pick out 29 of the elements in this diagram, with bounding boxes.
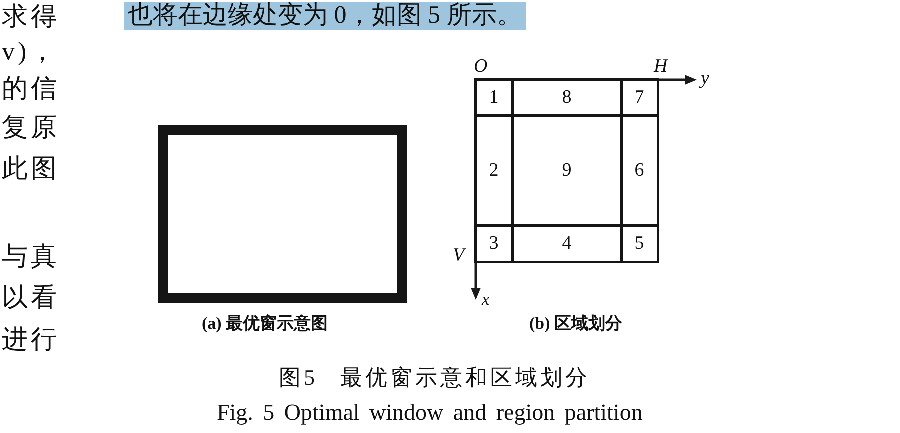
- region-cell: 8: [511, 78, 623, 117]
- body-text: 与真: [2, 242, 60, 272]
- axis-label: H: [654, 56, 668, 78]
- axis-label: V: [453, 245, 465, 267]
- highlighted-text: 也将在边缘处变为 0，如图 5 所示。: [124, 2, 526, 30]
- region-cell: 5: [620, 224, 659, 263]
- region-cell: 1: [474, 78, 514, 117]
- axis-label: y: [701, 68, 710, 90]
- region-cell: 7: [620, 78, 659, 117]
- subfigure-caption: (b) 区域划分: [530, 314, 623, 334]
- body-text: 求得: [2, 2, 60, 32]
- body-text: 以看: [2, 283, 60, 313]
- axis-label: x: [482, 290, 490, 310]
- figure-caption: 图5 最优窗示意和区域划分: [279, 364, 590, 390]
- region-cell: 9: [511, 114, 623, 227]
- body-text: 复原: [2, 113, 60, 143]
- region-cell: 6: [620, 114, 659, 227]
- body-text: 此图: [2, 154, 60, 184]
- body-text: 的信: [2, 74, 60, 104]
- region-cell: 4: [511, 224, 623, 263]
- region-cell: 2: [474, 114, 514, 227]
- grid-box: [474, 78, 660, 264]
- subfigure-caption: (a) 最优窗示意图: [202, 314, 328, 334]
- window-frame: [158, 125, 407, 303]
- figure-caption: Fig. 5 Optimal window and region partition: [217, 400, 643, 426]
- body-text: 进行: [2, 325, 60, 355]
- region-cell: 3: [474, 224, 514, 263]
- axis-label: O: [474, 56, 488, 78]
- body-text: v)，: [2, 37, 59, 67]
